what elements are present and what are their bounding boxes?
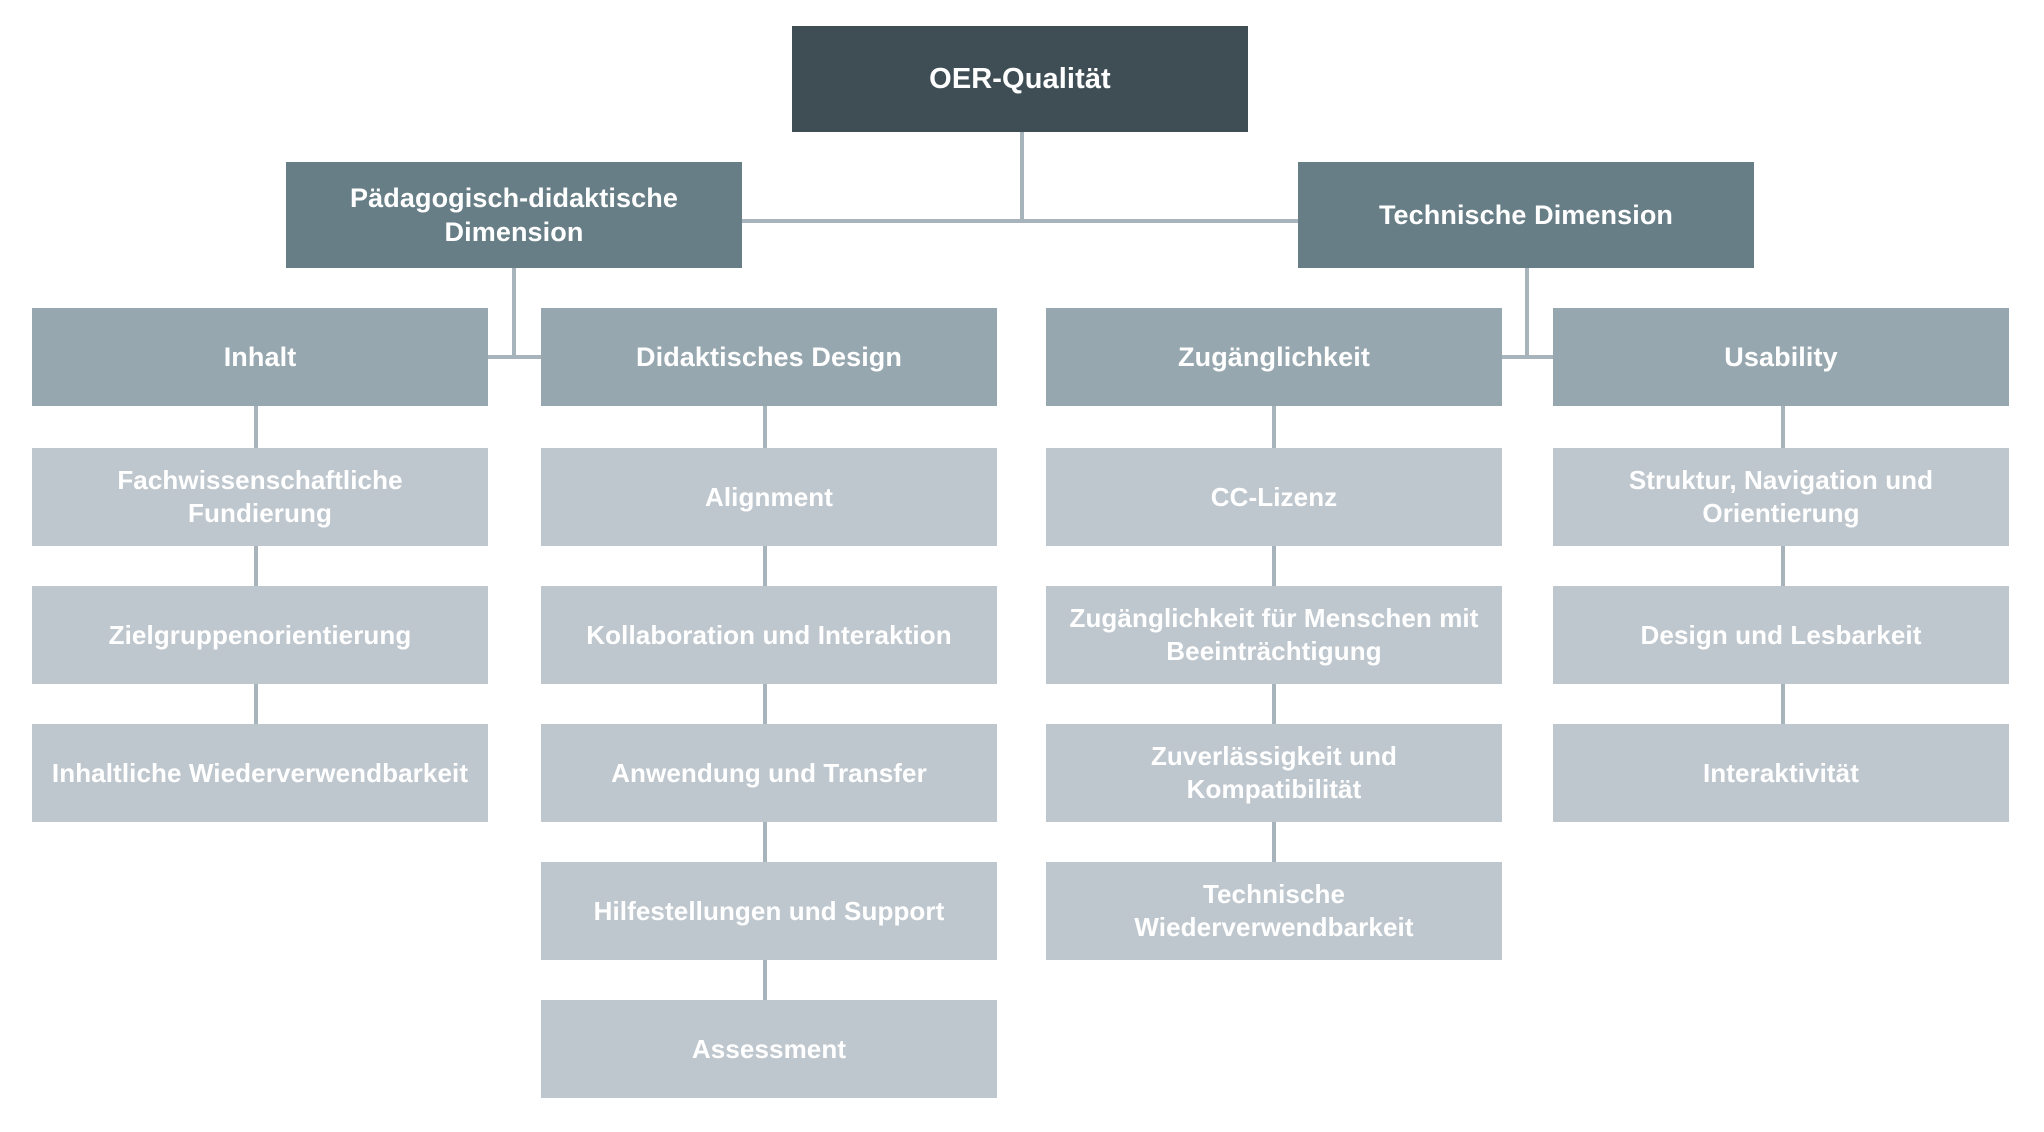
connector-didaktik-3	[763, 682, 767, 726]
node-criterion-zielgruppenorientierung[interactable]: Zielgruppenorientierung	[32, 586, 488, 684]
node-criterion-interaktivitaet[interactable]: Interaktivität	[1553, 724, 2009, 822]
connector-zugaenglichkeit-4	[1272, 820, 1276, 864]
node-criterion-design-und-lesbarkeit[interactable]: Design und Lesbarkeit	[1553, 586, 2009, 684]
node-criterion-assessment[interactable]: Assessment	[541, 1000, 997, 1098]
connector-zugaenglichkeit-2	[1272, 544, 1276, 588]
connector-usability-1	[1781, 406, 1785, 450]
connector-didaktik-2	[763, 544, 767, 588]
node-criterion-inhaltliche-wiederverwendbarkeit[interactable]: Inhaltliche Wiederverwendbarkeit	[32, 724, 488, 822]
node-criterion-hilfestellungen-und-support[interactable]: Hilfestellungen und Support	[541, 862, 997, 960]
node-criterion-zugaenglichkeit-fuer-menschen-mit-beeintraechtigung[interactable]: Zugänglichkeit für Menschen mit Beeinträ…	[1046, 586, 1502, 684]
connector-root-down	[1020, 131, 1024, 223]
connector-zugaenglichkeit-1	[1272, 406, 1276, 450]
connector-didaktik-4	[763, 820, 767, 864]
connector-didaktik-1	[763, 406, 767, 450]
node-category-usability[interactable]: Usability	[1553, 308, 2009, 406]
connector-inhalt-2	[254, 544, 258, 588]
node-root-oer-qualitaet[interactable]: OER-Qualität	[792, 26, 1248, 132]
node-criterion-fachwissenschaftliche-fundierung[interactable]: Fachwissenschaftliche Fundierung	[32, 448, 488, 546]
node-category-zugaenglichkeit[interactable]: Zugänglichkeit	[1046, 308, 1502, 406]
node-criterion-zuverlaessigkeit-und-kompatibilitaet[interactable]: Zuverlässigkeit und Kompatibilität	[1046, 724, 1502, 822]
connector-root-to-dimensions	[514, 219, 1544, 223]
node-criterion-alignment[interactable]: Alignment	[541, 448, 997, 546]
node-criterion-cc-lizenz[interactable]: CC-Lizenz	[1046, 448, 1502, 546]
node-dimension-paedagogisch-didaktisch[interactable]: Pädagogisch-didaktische Dimension	[286, 162, 742, 268]
connector-pedagogical-down	[512, 268, 516, 359]
connector-technical-branch-bar	[1494, 355, 1556, 359]
connector-didaktik-5	[763, 958, 767, 1002]
connector-usability-2	[1781, 544, 1785, 588]
connector-technical-down	[1525, 268, 1529, 359]
node-criterion-struktur-navigation-und-orientierung[interactable]: Struktur, Navigation und Orientierung	[1553, 448, 2009, 546]
node-criterion-anwendung-und-transfer[interactable]: Anwendung und Transfer	[541, 724, 997, 822]
node-criterion-kollaboration-und-interaktion[interactable]: Kollaboration und Interaktion	[541, 586, 997, 684]
node-dimension-technisch[interactable]: Technische Dimension	[1298, 162, 1754, 268]
connector-usability-3	[1781, 682, 1785, 726]
connector-inhalt-1	[254, 406, 258, 450]
connector-zugaenglichkeit-3	[1272, 682, 1276, 726]
connector-pedagogical-branch-bar	[481, 355, 543, 359]
node-category-inhalt[interactable]: Inhalt	[32, 308, 488, 406]
node-criterion-technische-wiederverwendbarkeit[interactable]: Technische Wiederverwendbarkeit	[1046, 862, 1502, 960]
node-category-didaktisches-design[interactable]: Didaktisches Design	[541, 308, 997, 406]
connector-inhalt-3	[254, 682, 258, 726]
